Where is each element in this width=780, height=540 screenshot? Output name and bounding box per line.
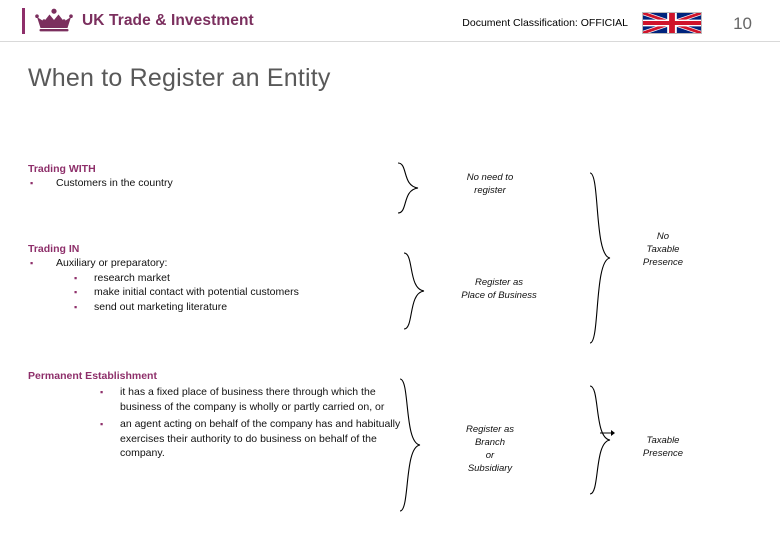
brace-trading-in: [403, 252, 425, 330]
header-divider: [0, 41, 780, 42]
list-item: ▪ an agent acting on behalf of the compa…: [100, 417, 406, 461]
block-trading-with: Trading WITH ▪ Customers in the country: [28, 163, 173, 191]
list-item-label: make initial contact with potential cust…: [94, 286, 299, 298]
slide-header: UK Trade & Investment Document Classific…: [0, 0, 780, 42]
bullet-icon: ▪: [30, 178, 34, 188]
list-item: ▪ Auxiliary or preparatory:: [30, 256, 299, 271]
block-trading-in: Trading IN ▪ Auxiliary or preparatory: ▪…: [28, 243, 299, 314]
list-item-label: send out marketing literature: [94, 300, 228, 313]
bullet-icon: ▪: [74, 272, 78, 283]
bullet-icon: ▪: [30, 258, 34, 268]
brace-no-taxable-presence: [589, 172, 611, 344]
list-item-label: Auxiliary or preparatory:: [56, 257, 168, 269]
list-item: ▪ make initial contact with potential cu…: [74, 285, 299, 300]
brace-permanent-establishment: [399, 378, 421, 512]
list-item: ▪ Customers in the country: [30, 176, 173, 191]
union-jack-icon: [642, 12, 702, 34]
arrow-right-icon: [600, 430, 615, 436]
bullet-icon: ▪: [74, 287, 78, 297]
bullet-icon: ▪: [100, 387, 104, 397]
list-item-label: Customers in the country: [56, 177, 173, 189]
page-number: 10: [733, 14, 752, 33]
logo-text: UK Trade & Investment: [82, 12, 254, 29]
list-item-label: it has a fixed place of business there t…: [120, 386, 385, 413]
bullet-icon: ▪: [100, 419, 104, 429]
page-title: When to Register an Entity: [28, 64, 331, 92]
bullet-icon: ▪: [74, 301, 78, 312]
list-item: ▪ research market: [74, 271, 299, 286]
list-item-label: an agent acting on behalf of the company…: [120, 418, 401, 459]
logo-accent-bar: [22, 8, 25, 34]
document-classification: Document Classification: OFFICIAL: [462, 17, 628, 29]
crown-icon: [34, 8, 74, 34]
list-item-label: research market: [94, 271, 170, 284]
block-permanent-establishment: Permanent Establishment ▪ it has a fixed…: [28, 370, 406, 461]
brace-trading-with: [397, 162, 419, 214]
list-item: ▪ send out marketing literature: [74, 300, 299, 315]
block-heading: Trading WITH: [28, 163, 96, 175]
brace-taxable-presence: [589, 385, 611, 495]
block-heading: Permanent Establishment: [28, 370, 157, 382]
list-item: ▪ it has a fixed place of business there…: [100, 385, 406, 414]
uk-trade-investment-logo: UK Trade & Investment: [22, 7, 254, 35]
block-heading: Trading IN: [28, 243, 80, 255]
